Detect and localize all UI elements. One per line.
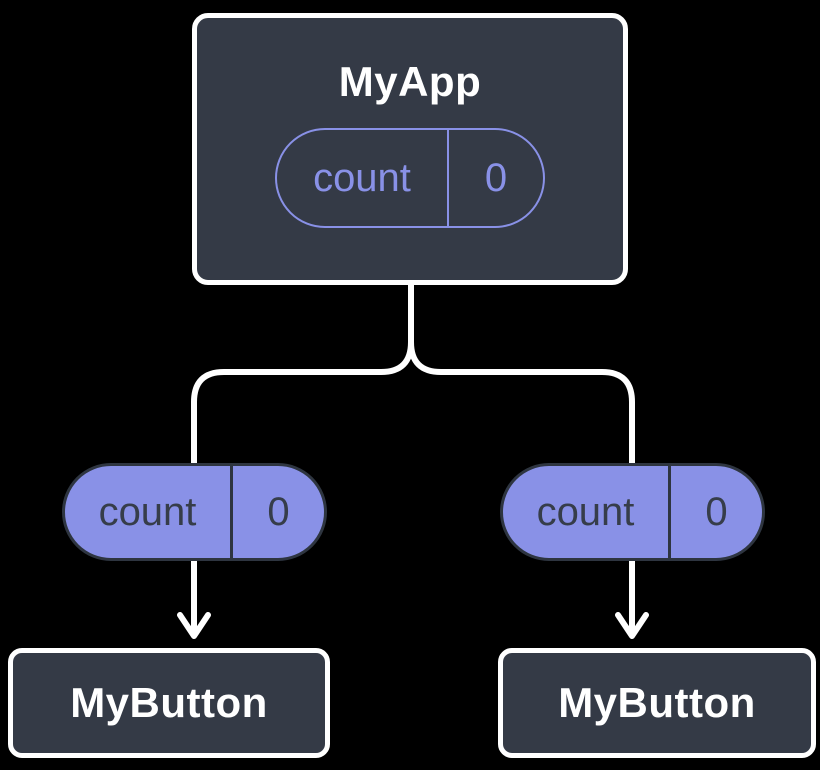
- prop-name: count: [536, 490, 635, 534]
- prop-value: 0: [230, 466, 324, 558]
- child-component-node-left: MyButton: [8, 648, 330, 758]
- prop-pill-right: count 0: [500, 463, 765, 561]
- connector-left-branch: [191, 280, 414, 632]
- state-value: 0: [447, 130, 543, 226]
- prop-pill-left: count 0: [62, 463, 327, 561]
- prop-name: count: [98, 490, 197, 534]
- root-component-node: MyApp count 0: [192, 13, 628, 285]
- child-component-title: MyButton: [558, 679, 756, 726]
- state-name: count: [313, 156, 411, 200]
- root-component-title: MyApp: [338, 58, 482, 105]
- arrow-down-left-icon: [177, 612, 211, 639]
- child-component-title: MyButton: [70, 679, 268, 726]
- child-component-node-right: MyButton: [498, 648, 816, 758]
- prop-value: 0: [668, 466, 762, 558]
- state-pill: count 0: [275, 128, 545, 228]
- arrow-down-right-icon: [615, 612, 649, 639]
- connector-right-branch: [408, 280, 635, 632]
